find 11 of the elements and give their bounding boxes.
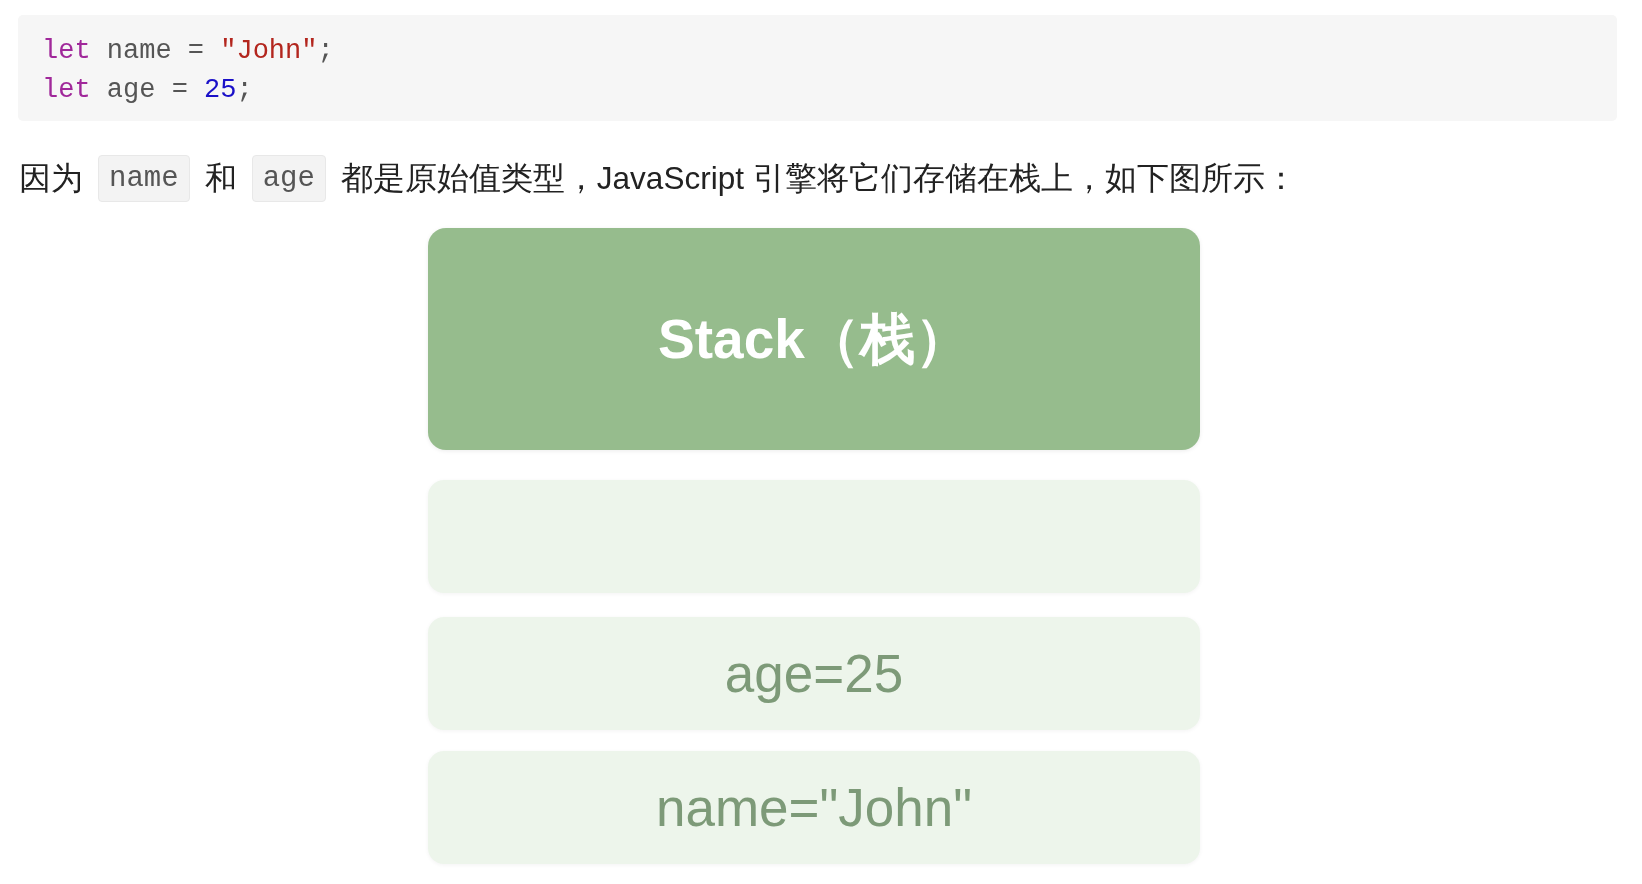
code-line: let age = 25; bbox=[42, 74, 253, 107]
inline-code: age bbox=[251, 154, 326, 202]
stack-value: name="John" bbox=[655, 776, 973, 839]
paragraph-text: 都是原始值类型，JavaScript 引擎将它们存储在栈上，如下图所示： bbox=[340, 159, 1297, 198]
inline-code: name bbox=[98, 154, 190, 202]
stack-value: age=25 bbox=[724, 642, 904, 705]
paragraph-text: 因为 bbox=[19, 159, 83, 198]
code-line: let name = "John"; bbox=[42, 35, 334, 68]
paragraph-text: 和 bbox=[204, 159, 237, 198]
stack-header-box bbox=[428, 228, 1200, 450]
stack-title: Stack（栈） bbox=[658, 307, 970, 372]
